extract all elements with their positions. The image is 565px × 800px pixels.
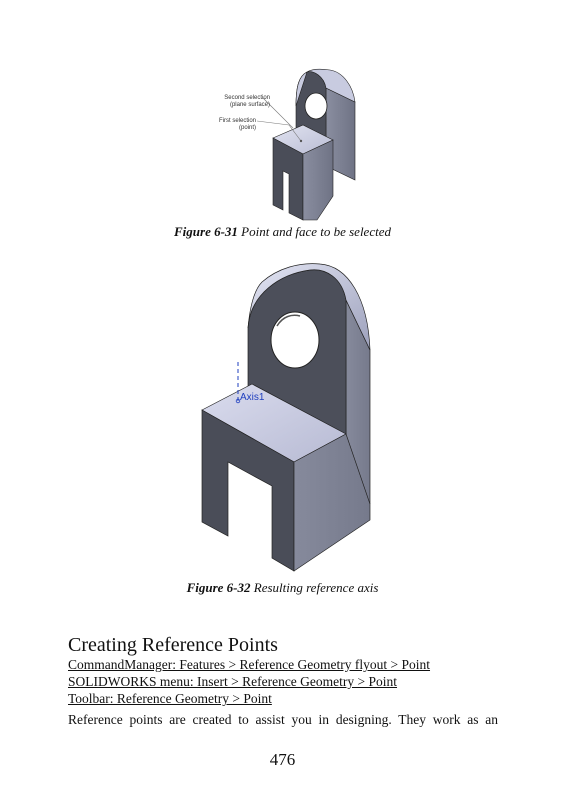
figure-6-31-caption: Figure 6-31 Point and face to be selecte… [0,224,565,240]
figure-6-32-text: Resulting reference axis [250,580,379,595]
callout-second-selection: Second selection [224,95,270,101]
callout-second-selection-sub: (plane surface) [230,102,270,108]
figure-6-32-number: Figure 6-32 [186,580,251,595]
callout-first-selection-sub: (point) [239,125,256,131]
figure-6-31-text: Point and face to be selected [237,224,391,239]
body-paragraph: Reference points are created to assist y… [68,712,498,727]
part-illustration-small: Second selection (plane surface) First s… [219,68,356,221]
figure-6-31-number: Figure 6-31 [174,224,238,239]
page-number: 476 [269,750,296,769]
figure-6-32-image: Axis1 [180,258,390,578]
nav-path-solidworks-menu: SOLIDWORKS menu: Insert > Reference Geom… [68,674,398,689]
section-heading: Creating Reference Points [68,634,278,656]
axis-label: Axis1 [240,392,265,403]
callout-first-selection: First selection [219,118,256,124]
nav-path-toolbar: Toolbar: Reference Geometry > Point [68,691,272,706]
figure-6-31-image: Second selection (plane surface) First s… [195,62,375,224]
figure-6-32-caption: Figure 6-32 Resulting reference axis [0,580,565,596]
nav-path-commandmanager: CommandManager: Features > Reference Geo… [68,657,431,672]
part-illustration-large: Axis1 [201,263,371,572]
